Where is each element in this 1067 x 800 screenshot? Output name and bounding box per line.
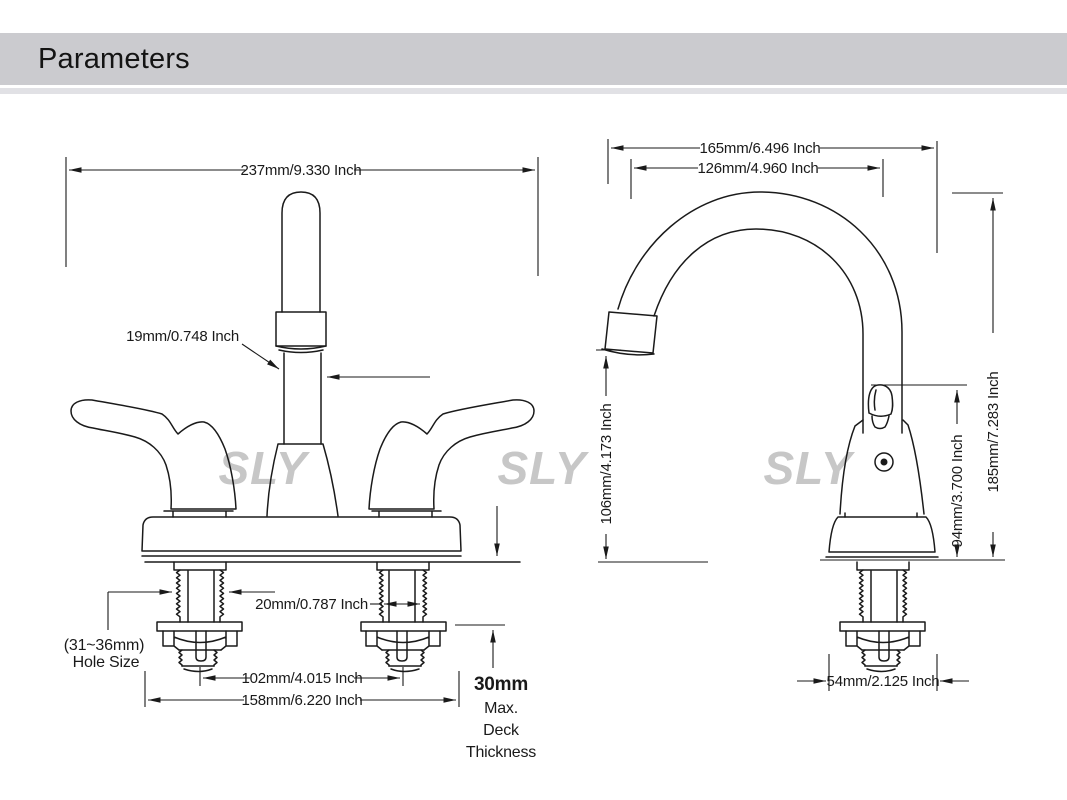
brand-watermark: SLY [497,442,589,494]
set-screw-dot [880,458,888,466]
dim-handle-height: 94mm/3.700 Inch [949,435,966,548]
set-screw-ring [874,452,894,472]
handle-mounts [163,510,442,518]
dim-front-overall-width: 237mm/9.330 Inch [240,162,361,179]
deck-note-3: Deck [483,722,520,739]
dim-spout-height: 106mm/4.173 Inch [598,403,615,524]
ext-lines-237 [65,157,539,276]
base-plate [141,516,462,552]
hole-size-label-1: (31~36mm) [64,637,144,654]
dim-base-diameter: 54mm/2.125 Inch [827,673,940,690]
stub-bottom [181,665,215,673]
leader-spout-diameter [241,343,280,370]
nut-flange [156,621,243,632]
ext-lines-165 [607,139,938,253]
dim-shank-diameter: 20mm/0.787 Inch [255,596,368,613]
threaded-shank [156,561,243,673]
dim-base-width: 158mm/6.220 Inch [241,692,362,709]
deck-note-2: Max. [484,700,518,717]
spout-riser-outline [281,191,321,313]
thread-edge [213,649,218,667]
center-body [266,443,339,517]
handle-left [70,399,237,510]
spout-collar [275,311,327,347]
thread-edge [219,569,225,623]
watermarks: SLY SLY SLY [218,442,855,494]
deck-note-1: 30mm [474,674,528,695]
dim-spout-diameter: 19mm/0.748 Inch [126,328,239,345]
nut-pin [195,630,207,662]
dim-overall-height: 185mm/7.283 Inch [985,371,1002,492]
handle-side [867,384,894,430]
front-dimensions: 237mm/9.330 Inch 19mm/0.748 Inch (31~36m… [64,157,539,761]
body-cone [839,419,925,518]
spout-outlet [601,311,658,356]
side-base [825,516,939,558]
gooseneck-outer [617,191,903,434]
side-view: 165mm/6.496 Inch 126mm/4.960 Inch 185mm/… [596,139,1005,691]
ext-lines-126 [630,159,884,199]
deck-note-4: Thickness [466,744,536,761]
gooseneck-inner [653,228,864,434]
shank-inner-tube [187,570,215,623]
dim-spout-reach: 126mm/4.960 Inch [697,160,818,177]
spout-riser-lower [283,352,322,445]
brand-watermark: SLY [218,442,310,494]
thread-edge [175,569,181,623]
brand-watermark: SLY [763,442,855,494]
nut-body [162,630,238,651]
threaded-shank-side [839,561,926,673]
shank-collar [173,561,227,571]
thread-edge [178,649,183,667]
front-view: 237mm/9.330 Inch 19mm/0.748 Inch (31~36m… [64,157,539,761]
ext-lines-54 [828,654,938,691]
header-bar [0,33,1067,85]
dim-hole-spacing: 102mm/4.015 Inch [241,670,362,687]
side-dimensions: 165mm/6.496 Inch 126mm/4.960 Inch 185mm/… [596,139,1003,691]
hole-size-label-2: Hole Size [73,654,140,671]
ext-lines-158 [144,671,460,707]
spout-collar-lip [275,345,327,354]
threaded-shank-right [360,561,447,673]
page-title: Parameters [38,43,190,75]
ext-lines-102 [199,667,404,686]
header-subbar [0,88,1067,94]
dim-overall-reach: 165mm/6.496 Inch [699,140,820,157]
